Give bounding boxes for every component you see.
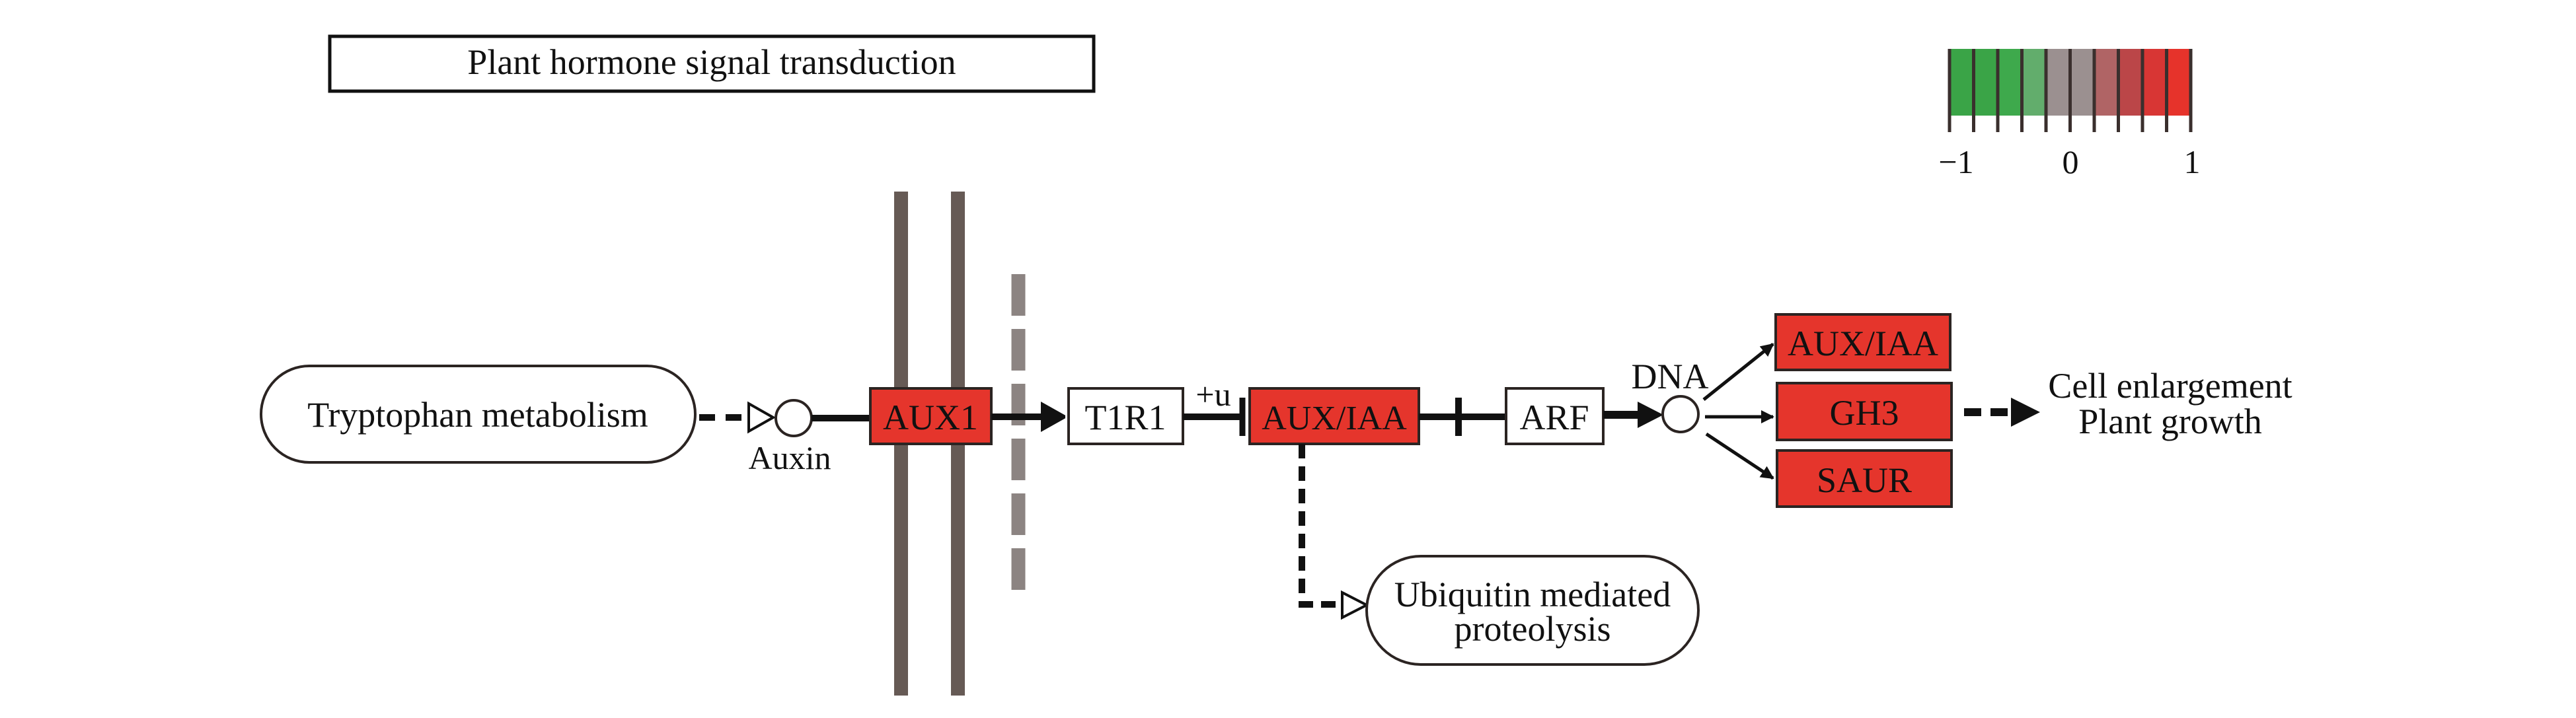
arf-label: ARF [1519, 398, 1589, 437]
saur-label: SAUR [1817, 460, 1912, 500]
arf-node[interactable]: ARF [1505, 387, 1605, 445]
legend-swatch [2118, 49, 2143, 116]
dna-node[interactable] [1661, 395, 1700, 433]
ubiquitination-label: +u [1195, 376, 1231, 413]
tryptophan-metabolism-label: Tryptophan metabolism [307, 395, 648, 435]
ubiquitin-label-line1: Ubiquitin mediated [1394, 575, 1671, 614]
arrowhead-icon [2011, 398, 2040, 427]
aux1-gene-node[interactable]: AUX1 [869, 387, 993, 445]
legend-color-scale [1948, 49, 2193, 132]
legend-swatch [2046, 49, 2070, 116]
legend-swatch [1950, 49, 1974, 116]
legend-swatch [1998, 49, 2022, 116]
auxin-label: Auxin [749, 439, 831, 476]
edge-dna-saur [1705, 432, 1774, 480]
t1r1-node[interactable]: T1R1 [1067, 387, 1184, 445]
aux1-label: AUX1 [883, 398, 978, 437]
edge-aux-iaa-ubiquitin [1299, 444, 1343, 608]
aux-iaa-gene-node[interactable]: AUX/IAA [1248, 387, 1420, 445]
legend-min-label: −1 [1938, 143, 1973, 180]
outcome-plant-growth: Plant growth [2078, 402, 2262, 441]
saur-gene-node[interactable]: SAUR [1776, 449, 1953, 508]
legend-swatch [2070, 49, 2095, 116]
ubiquitin-proteolysis-node[interactable]: Ubiquitin mediated proteolysis [1365, 555, 1700, 666]
legend-swatch [2142, 49, 2167, 116]
gh3-label: GH3 [1830, 393, 1899, 433]
arrowhead-icon [1041, 402, 1068, 432]
legend-swatch [2022, 49, 2047, 116]
title-box: Plant hormone signal transduction [328, 34, 1096, 93]
aux-iaa-label: AUX/IAA [1262, 400, 1407, 437]
dna-label: DNA [1632, 357, 1709, 396]
ubiquitin-label-line2: proteolysis [1455, 609, 1611, 649]
edge-dna-aux-iaa [1702, 343, 1774, 401]
legend-swatch [1973, 49, 1998, 116]
tryptophan-metabolism-node[interactable]: Tryptophan metabolism [260, 365, 697, 464]
aux-iaa-target-gene-node[interactable]: AUX/IAA [1774, 313, 1951, 371]
legend-mid-label: 0 [2063, 143, 2079, 180]
legend-max-label: 1 [2184, 143, 2201, 180]
gh3-gene-node[interactable]: GH3 [1776, 382, 1953, 441]
t1r1-label: T1R1 [1084, 398, 1166, 437]
diagram-title: Plant hormone signal transduction [467, 42, 956, 82]
open-arrowhead-icon [747, 401, 777, 434]
open-arrowhead-icon [1341, 590, 1370, 620]
arrowhead-icon [1638, 402, 1663, 428]
legend-swatch [2094, 49, 2119, 116]
aux-iaa-target-label: AUX/IAA [1788, 324, 1938, 363]
outcome-cell-enlargement: Cell enlargement [2048, 366, 2292, 406]
legend-swatch [2166, 49, 2191, 116]
